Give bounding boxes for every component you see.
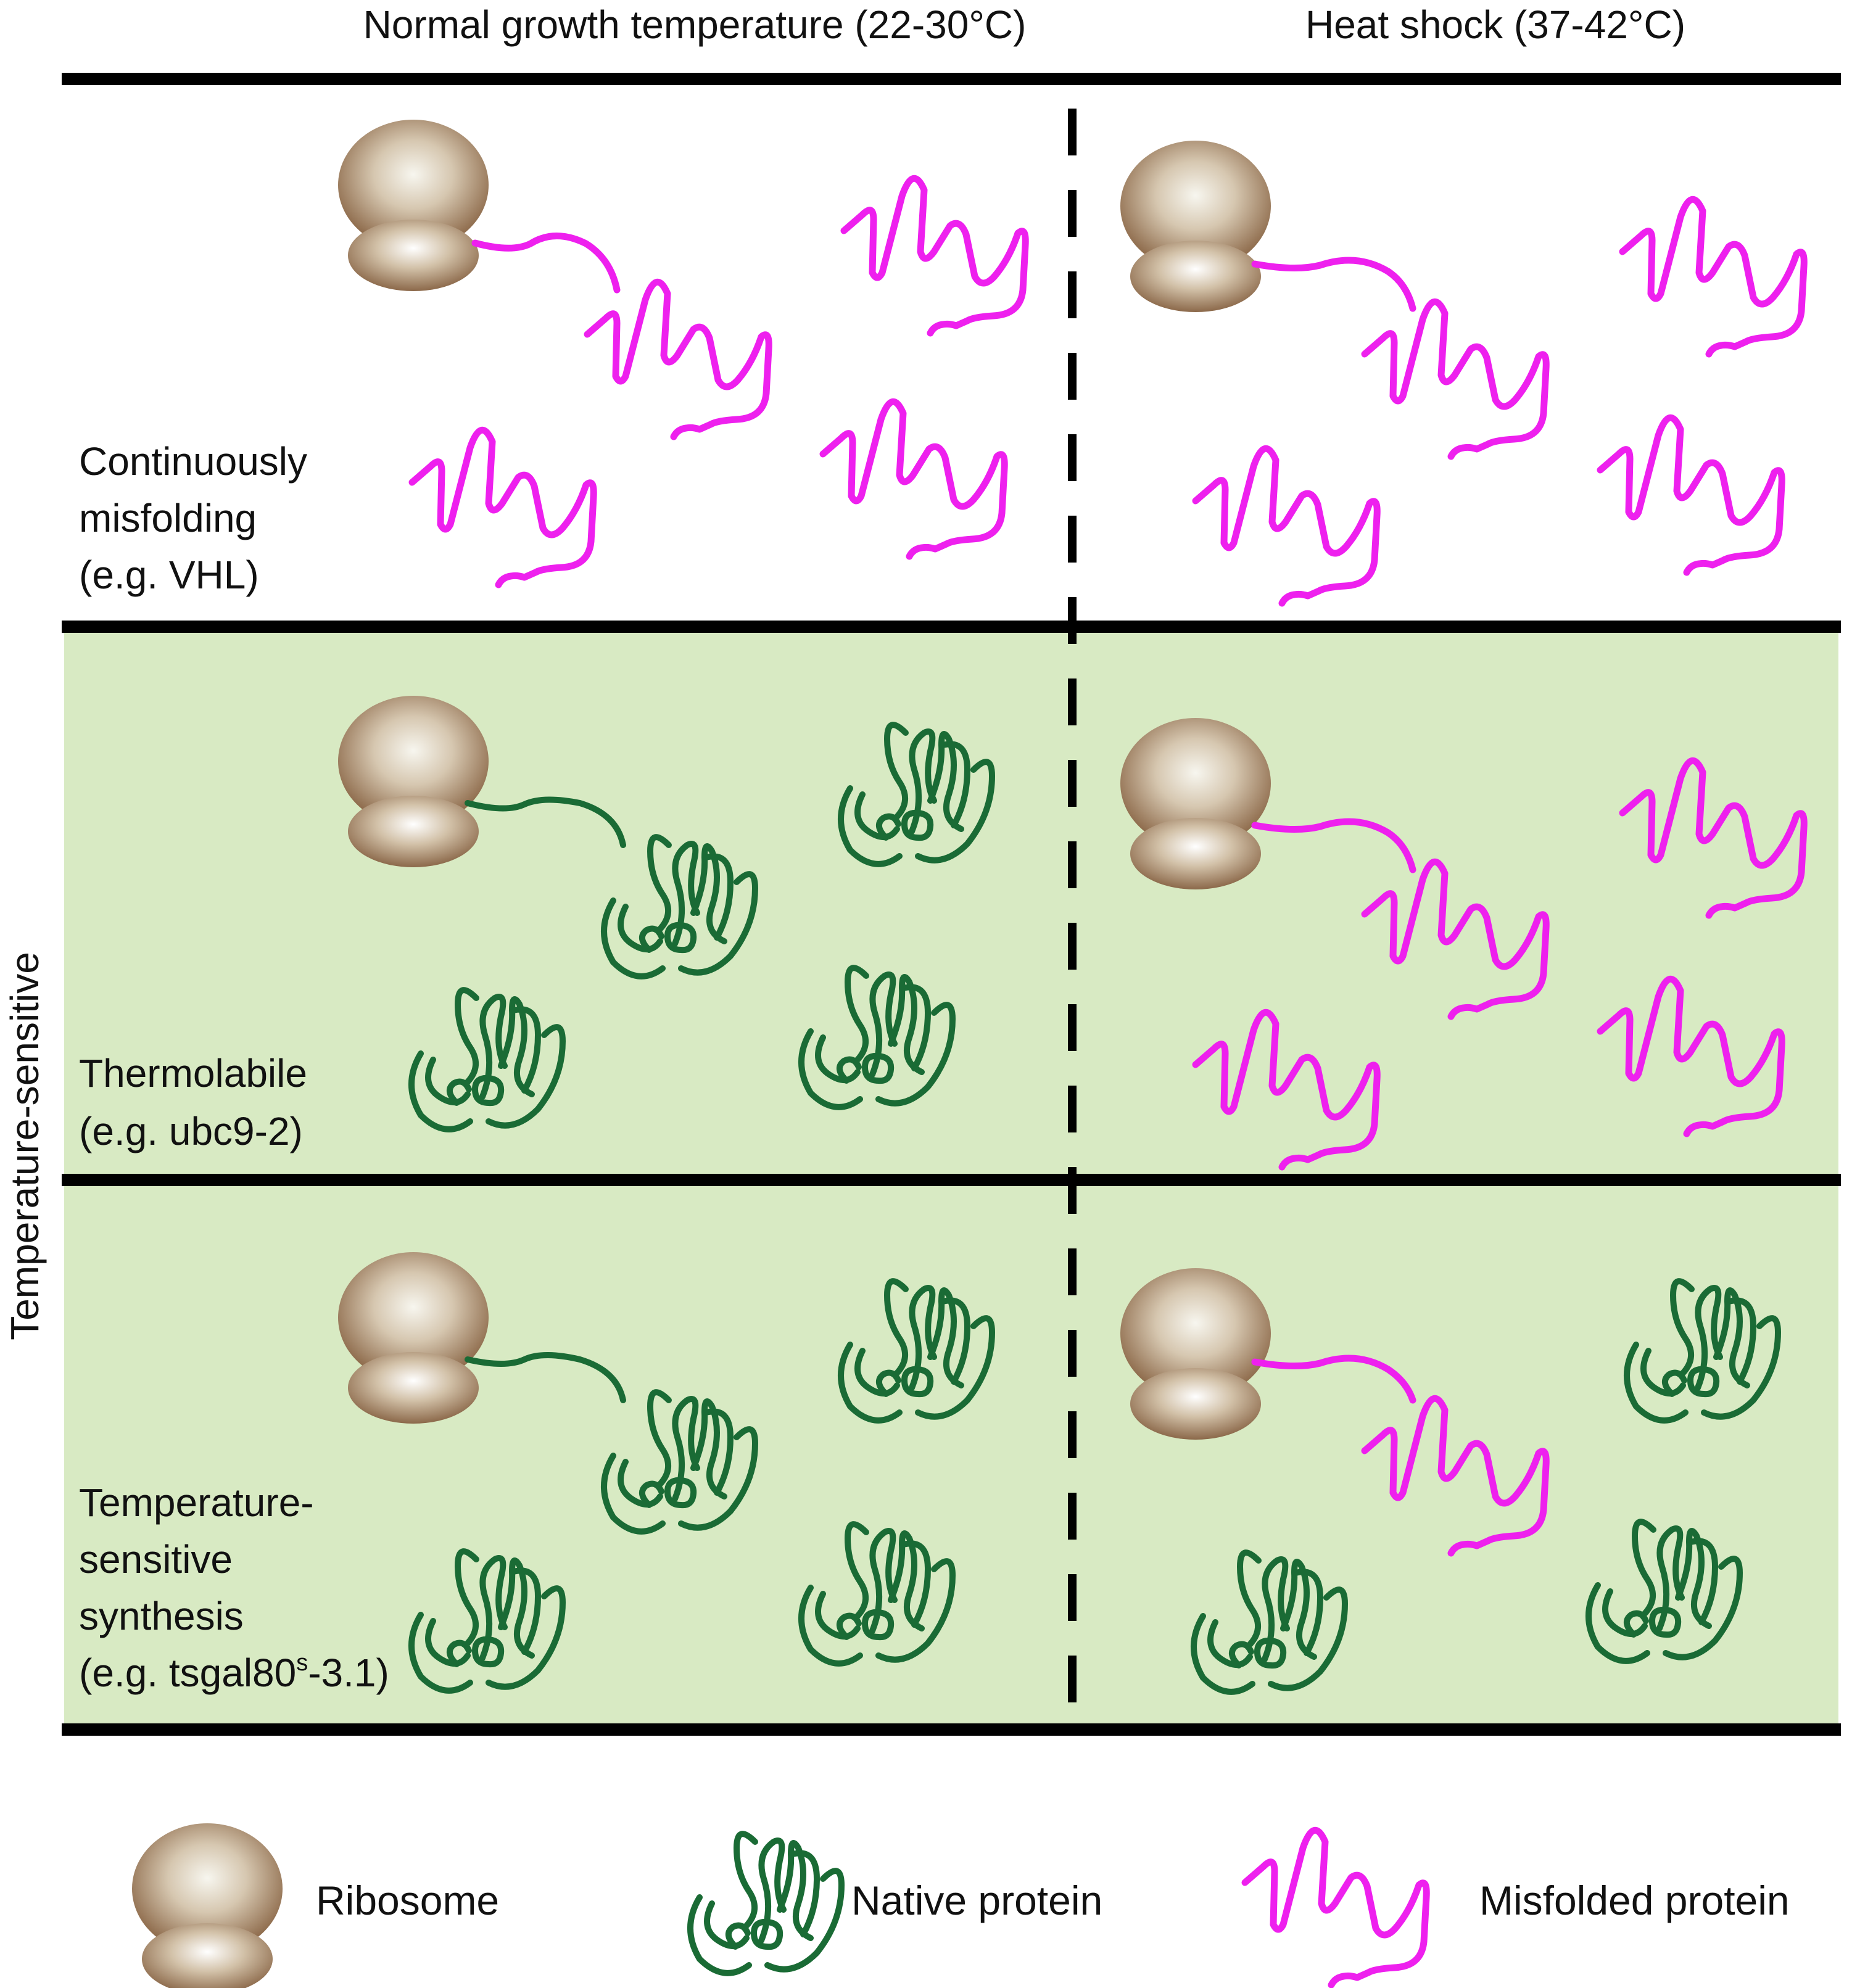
native-protein-icon (690, 1834, 841, 1973)
row2-line1: Thermolabile (79, 1051, 307, 1095)
misfolded-protein-icon (1245, 1830, 1426, 1985)
row3-normal (338, 1252, 992, 1691)
ribosome-icon (1120, 1268, 1271, 1440)
legend-misfolded-protein: Misfolded protein (1245, 1830, 1790, 1985)
side-label-temperature-sensitive: Temperature-sensitive (2, 952, 47, 1340)
row3-line2: sensitive (79, 1537, 233, 1582)
rule-row2 (62, 1174, 1841, 1186)
row3-heat (1120, 1268, 1778, 1692)
row3-line4-superscript: s (296, 1650, 308, 1676)
panel-ts-synthesis-bg (64, 1182, 1838, 1728)
row2-line2: (e.g. ubc9-2) (79, 1109, 303, 1153)
ribosome-icon (1120, 141, 1271, 312)
nascent-chain-native (465, 796, 626, 848)
row3-line4: (e.g. tsgal80s-3.1) (79, 1650, 389, 1695)
misfolded-protein-icon (587, 282, 769, 437)
row3-line1: Temperature- (79, 1480, 314, 1525)
ribosome-icon (338, 1252, 489, 1424)
rule-bottom (62, 1723, 1841, 1736)
legend-ribosome: Ribosome (132, 1823, 499, 1988)
nascent-chain-misfolded (1251, 257, 1416, 312)
header-heat-shock: Heat shock (37-42°C) (1305, 2, 1685, 47)
misfolded-protein-icon (1600, 418, 1782, 572)
row1-line3: (e.g. VHL) (79, 553, 259, 597)
ribosome-icon (338, 120, 489, 291)
misfolded-protein-icon (1623, 199, 1804, 354)
panel-thermolabile-bg (64, 627, 1838, 1179)
row1-line2: misfolding (79, 496, 257, 540)
ribosome-icon (132, 1823, 283, 1988)
misfolded-protein-icon (1365, 302, 1546, 456)
ribosome-icon (1120, 718, 1271, 889)
row1-normal (338, 120, 1025, 585)
ribosome-icon (338, 696, 489, 867)
row2-normal (338, 696, 992, 1129)
row-label-thermolabile: Thermolabile (e.g. ubc9-2) (79, 1051, 307, 1153)
row-label-ts-synthesis: Temperature- sensitive synthesis (e.g. t… (79, 1480, 389, 1695)
row-label-continuously-misfolding: Continuously misfolding (e.g. VHL) (79, 439, 307, 597)
legend-native-label: Native protein (851, 1878, 1102, 1923)
nascent-chain-misfolded (471, 233, 621, 294)
row2-heat (1120, 718, 1804, 1167)
row1-heat (1120, 141, 1804, 603)
misfolded-protein-icon (412, 430, 593, 585)
legend-native-protein: Native protein (690, 1834, 1102, 1973)
header-normal-temperature: Normal growth temperature (22-30°C) (363, 2, 1027, 47)
legend: Ribosome Native protein Misfolded protei… (132, 1823, 1790, 1988)
misfolded-protein-icon (823, 402, 1004, 556)
nascent-chain-native (465, 1352, 626, 1403)
row1-line1: Continuously (79, 439, 307, 484)
rule-top (62, 73, 1841, 85)
legend-ribosome-label: Ribosome (316, 1878, 499, 1923)
legend-misfolded-label: Misfolded protein (1479, 1878, 1790, 1923)
row3-line4-suffix: -3.1) (308, 1651, 389, 1695)
row3-line3: synthesis (79, 1594, 244, 1638)
nascent-chain-misfolded (1251, 1355, 1416, 1404)
nascent-chain-misfolded (1251, 818, 1416, 873)
rule-row1 (62, 621, 1841, 633)
misfolded-protein-icon (1196, 448, 1377, 603)
misfolded-protein-icon (844, 178, 1025, 333)
row3-line4-prefix: (e.g. tsgal80 (79, 1651, 296, 1695)
